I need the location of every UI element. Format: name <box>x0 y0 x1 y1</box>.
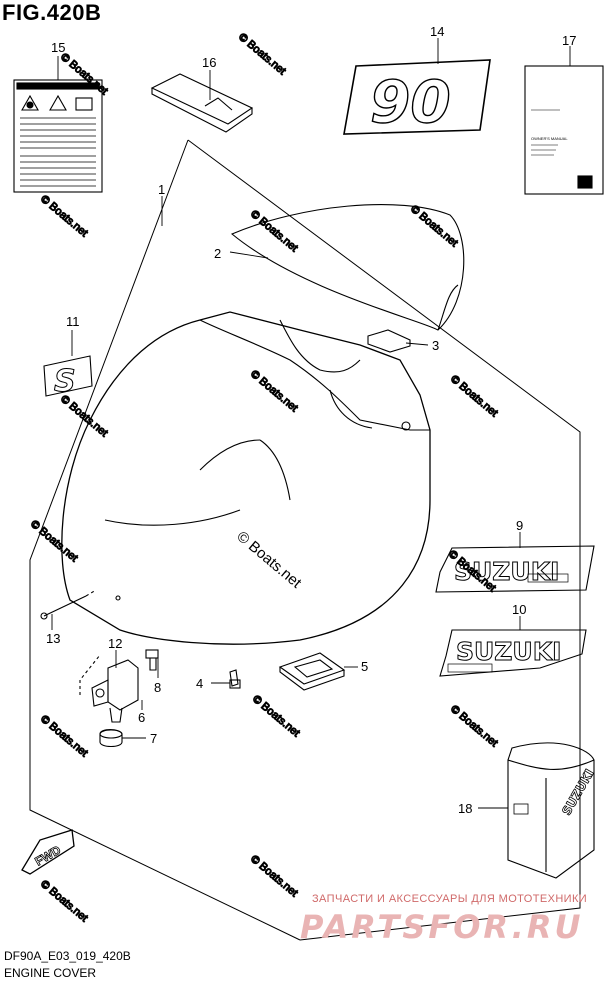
watermark: © Boats.net <box>250 693 302 739</box>
s-emblem: S <box>43 355 93 400</box>
clip <box>367 329 411 353</box>
callout-5: 5 <box>361 659 368 674</box>
callout-13: 13 <box>46 631 60 646</box>
grommet <box>278 652 346 691</box>
callout-16: 16 <box>202 55 216 70</box>
callout-9: 9 <box>516 518 523 533</box>
callout-1: 1 <box>158 182 165 197</box>
callout-2: 2 <box>214 246 221 261</box>
decal-10-text: SUZUKI <box>456 637 561 666</box>
watermark: © Boats.net <box>28 518 80 564</box>
bolt-8 <box>145 649 159 671</box>
watermark-cover: © Boats.net <box>233 528 305 592</box>
callout-17: 17 <box>562 33 576 48</box>
decal-9-text: SUZUKI <box>454 557 559 586</box>
fwd-arrow: FWD <box>21 829 75 875</box>
callout-6: 6 <box>138 710 145 725</box>
bag-brand: SUZUKI <box>559 767 596 818</box>
leader-lines <box>51 38 571 809</box>
decal-90-text: 90 <box>370 68 451 136</box>
figure-title: FIG.420B <box>2 0 102 25</box>
decal-90: 90 <box>343 59 491 137</box>
callout-7: 7 <box>150 731 157 746</box>
emblem-letter: S <box>54 364 76 399</box>
owners-manual: OWNER'S MANUAL <box>524 65 604 195</box>
watermark: © Boats.net <box>248 368 300 414</box>
callout-4: 4 <box>196 676 203 691</box>
callout-15: 15 <box>51 40 65 55</box>
watermark: © Boats.net <box>38 878 90 924</box>
callout-14: 14 <box>430 24 444 39</box>
callout-12: 12 <box>108 636 122 651</box>
hose-pin <box>40 589 97 620</box>
callout-11: 11 <box>66 314 80 329</box>
callout-labels: 1 2 3 4 5 6 7 8 9 10 11 12 13 14 15 16 1… <box>46 24 576 816</box>
callout-3: 3 <box>432 338 439 353</box>
watermark: © Boats.net <box>248 853 300 899</box>
figure-code: DF90A_E03_019_420B <box>4 949 131 963</box>
latch-assembly <box>79 654 139 723</box>
engine-cover <box>61 311 431 645</box>
watermark-layer: © Boats.net © Boats.net © Boats.net © Bo… <box>28 31 501 925</box>
tool-pouch <box>150 73 254 133</box>
top-cover-panel <box>230 204 465 331</box>
callout-18: 18 <box>458 801 472 816</box>
callout-10: 10 <box>512 602 526 617</box>
watermark: © Boats.net <box>38 713 90 759</box>
promo-brand-logo[interactable]: PARTSFOR.RU <box>300 908 584 946</box>
fwd-text: FWD <box>33 843 64 869</box>
decal-suzuki-10: SUZUKI <box>439 629 587 677</box>
watermark: © Boats.net <box>448 373 500 419</box>
cover-bag: SUZUKI <box>507 742 597 879</box>
stopper <box>99 728 123 748</box>
warning-label <box>13 79 103 193</box>
watermark: © Boats.net <box>236 31 288 77</box>
assembly-frame <box>29 139 581 941</box>
watermark: © Boats.net <box>448 703 500 749</box>
callout-8: 8 <box>154 680 161 695</box>
watermark: © Boats.net <box>38 193 90 239</box>
bolt-4 <box>229 669 241 689</box>
decal-suzuki-9: SUZUKI <box>435 545 595 593</box>
manual-title: OWNER'S MANUAL <box>531 136 568 141</box>
figure-name: ENGINE COVER <box>4 966 97 980</box>
promo-tagline: ЗАПЧАСТИ И АКСЕССУАРЫ ДЛЯ МОТОТЕХНИКИ <box>312 893 588 905</box>
